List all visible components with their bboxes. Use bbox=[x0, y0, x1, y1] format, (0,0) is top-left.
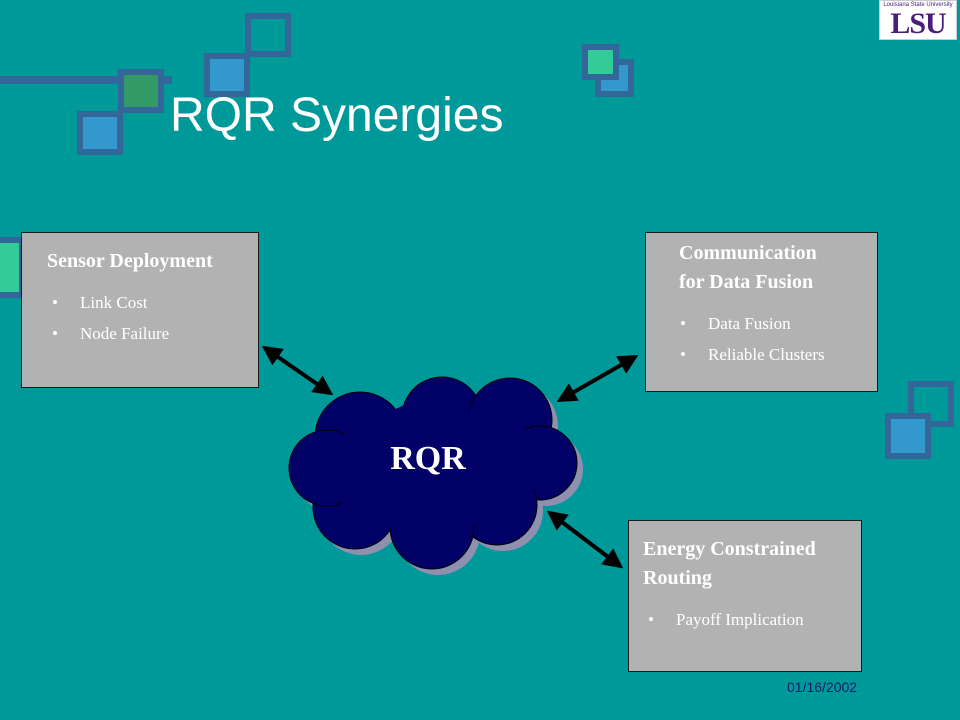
slide-title: RQR Synergies bbox=[170, 89, 504, 142]
energy-constrained-routing-box: Energy Constrained Routing Payoff Implic… bbox=[628, 520, 862, 672]
list-item: Node Failure bbox=[52, 318, 258, 349]
list-item: Data Fusion bbox=[680, 308, 877, 339]
bullet-list: Payoff Implication bbox=[643, 604, 861, 635]
logo-university-name: Louisiana State University bbox=[883, 2, 953, 8]
box-title-line2: for Data Fusion bbox=[679, 271, 814, 293]
list-item: Payoff Implication bbox=[648, 604, 861, 635]
arrow-comm-rqr bbox=[556, 355, 639, 402]
list-item: Link Cost bbox=[52, 287, 258, 318]
logo-wordmark: LSU bbox=[890, 7, 946, 40]
lsu-logo: Louisiana State University LSU bbox=[879, 0, 957, 40]
arrow-energy-rqr bbox=[546, 510, 624, 569]
bullet-list: Data Fusion Reliable Clusters bbox=[679, 308, 877, 370]
arrow-sensor-rqr bbox=[261, 345, 334, 396]
box-title-line1: Communication bbox=[679, 242, 817, 264]
communication-data-fusion-box: Communication for Data Fusion Data Fusio… bbox=[645, 232, 878, 392]
cloud-label: RQR bbox=[390, 440, 466, 477]
slide-date: 01/16/2002 bbox=[787, 679, 858, 695]
list-item: Reliable Clusters bbox=[680, 339, 877, 370]
box-title-line2: Routing bbox=[643, 567, 712, 589]
bullet-list: Link Cost Node Failure bbox=[47, 287, 258, 349]
box-title-line1: Energy Constrained bbox=[643, 538, 816, 560]
sensor-deployment-box: Sensor Deployment Link Cost Node Failure bbox=[21, 232, 259, 388]
box-title: Sensor Deployment bbox=[47, 250, 213, 272]
